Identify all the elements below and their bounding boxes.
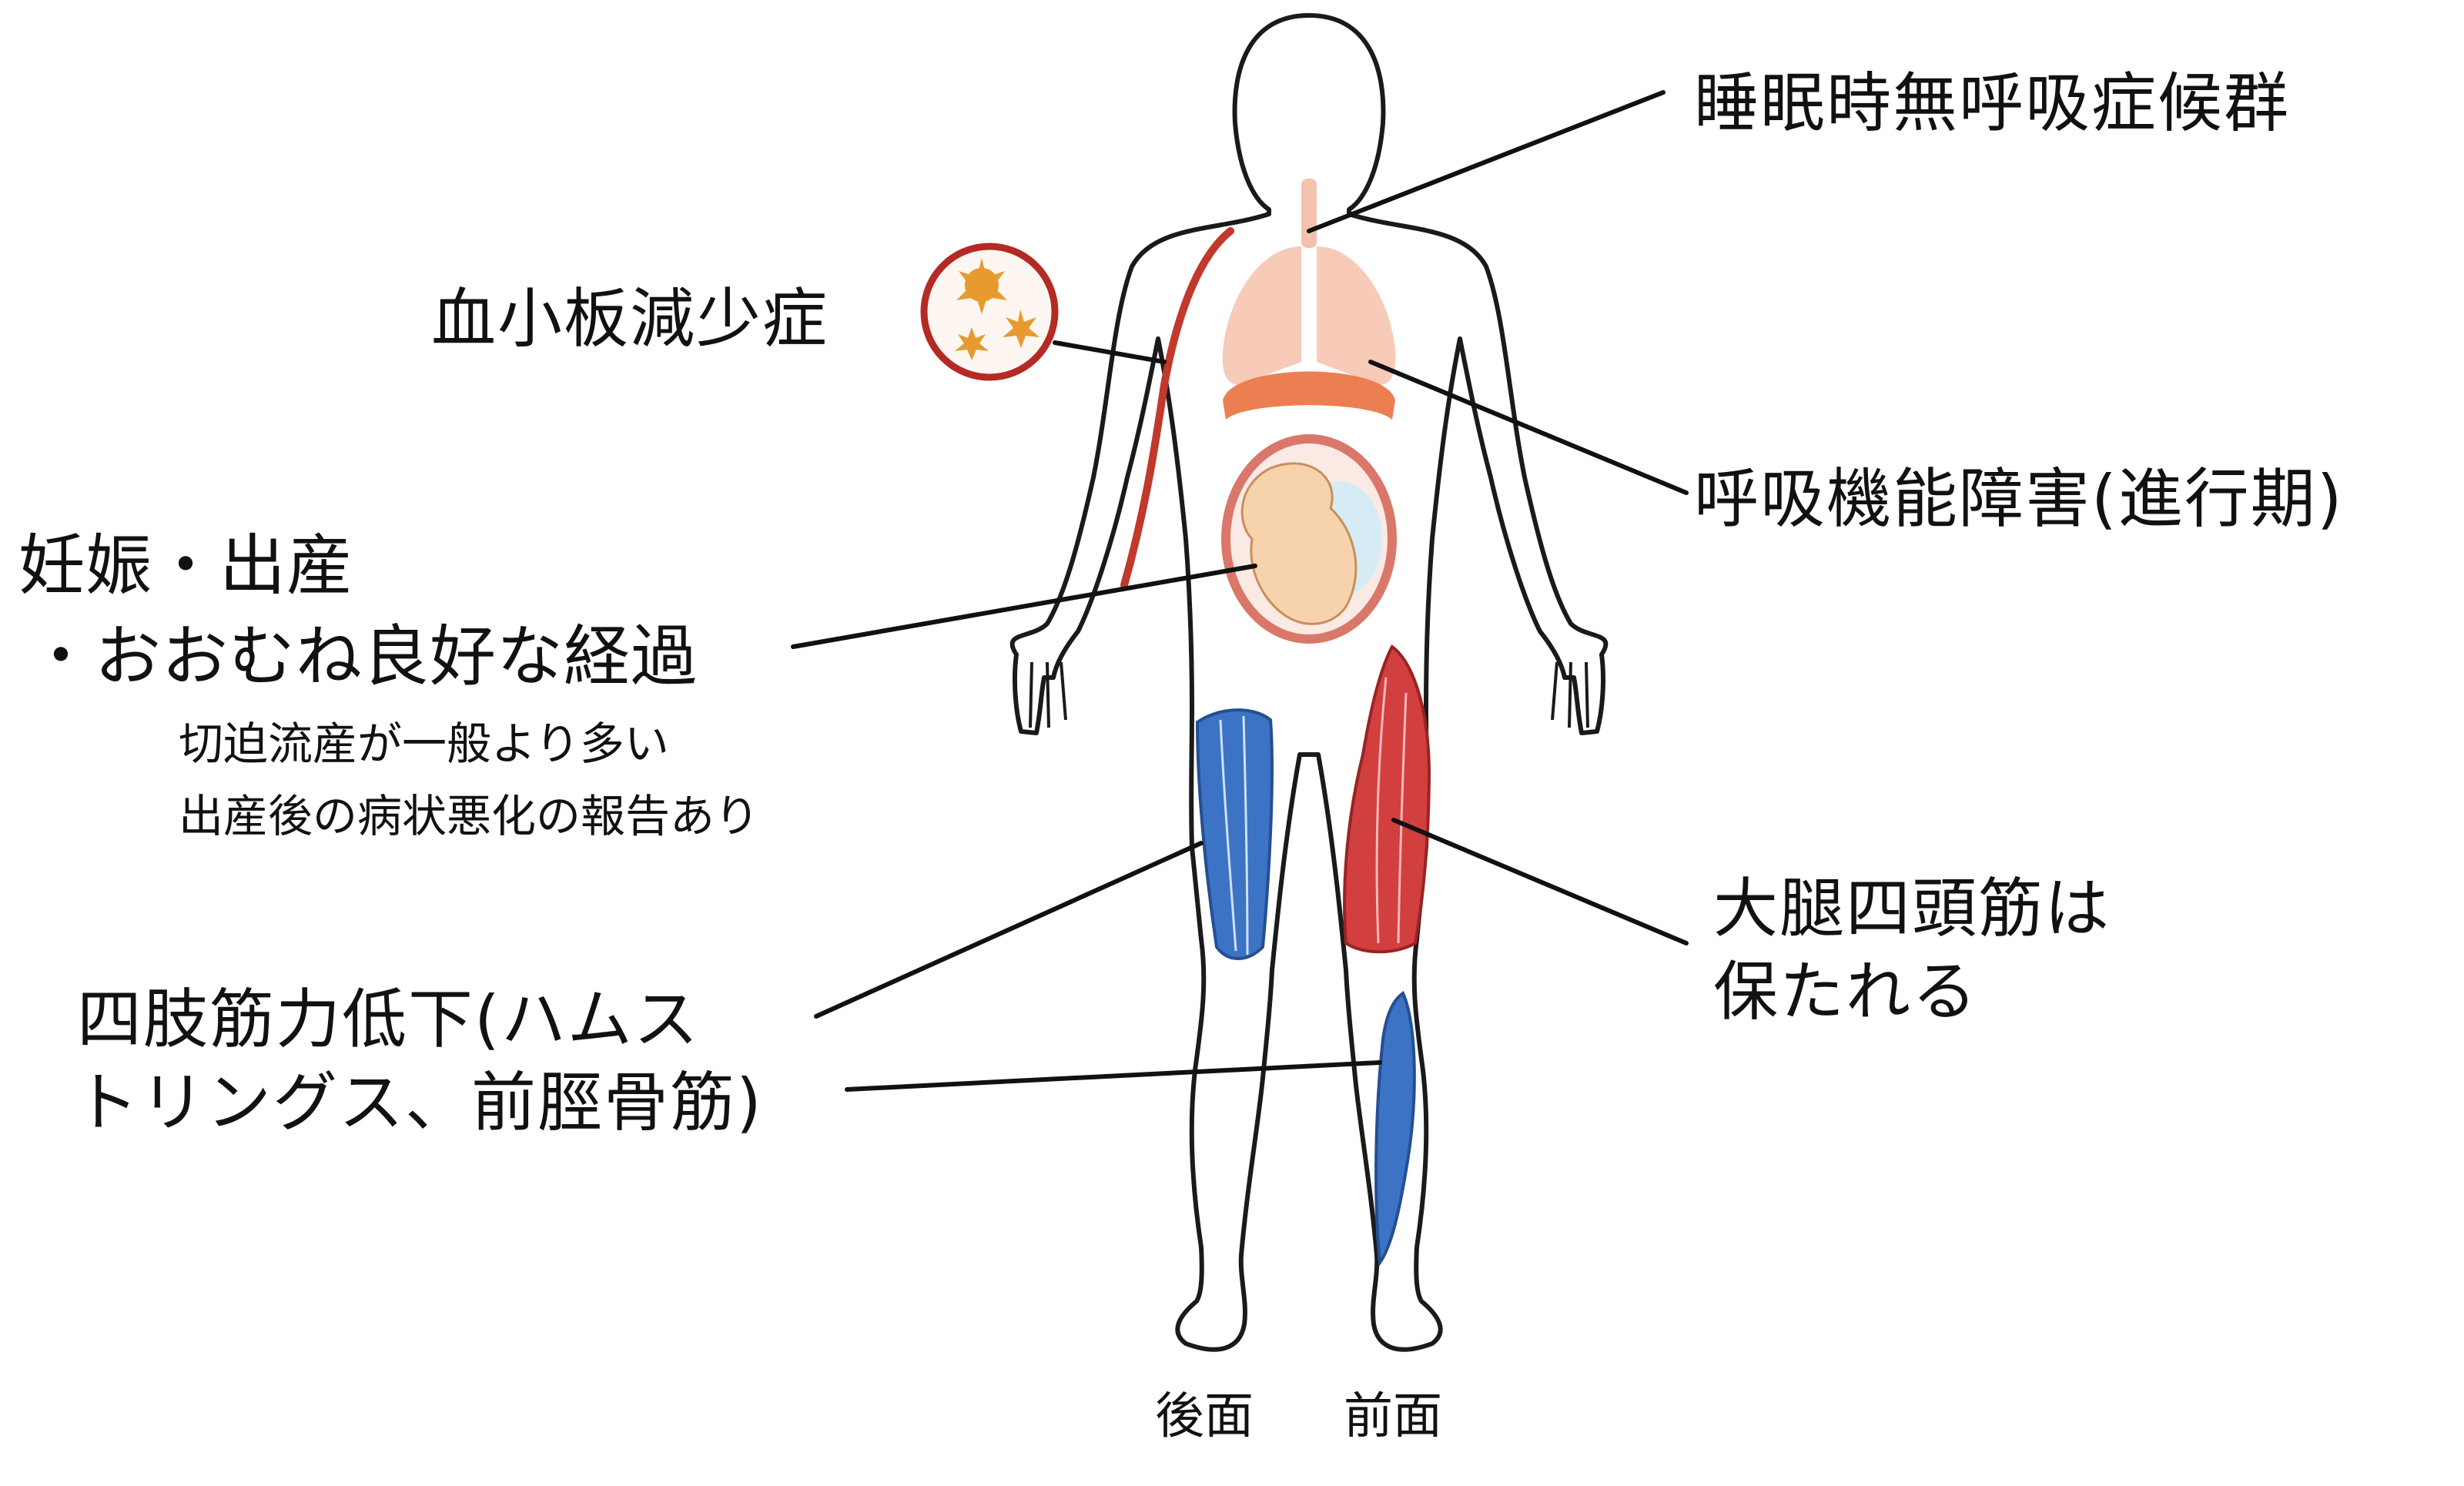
label-pregnancy-title: 妊娠・出産 — [18, 527, 353, 604]
quadriceps-muscle — [1343, 644, 1431, 954]
label-pregnancy-note-2: 出産後の病状悪化の報告あり — [179, 790, 760, 842]
quadriceps-lines — [1375, 677, 1408, 944]
diaphragm — [1223, 371, 1395, 420]
leader-tibialis — [845, 1060, 1382, 1092]
leader-sleep-apnea — [1307, 90, 1666, 233]
leader-respiratory — [1368, 360, 1689, 495]
right-lung — [1317, 246, 1396, 385]
arm-blood-vessel — [1120, 227, 1234, 589]
leader-hamstring — [814, 841, 1204, 1019]
leader-quadriceps — [1391, 818, 1689, 945]
leader-pregnancy — [791, 564, 1257, 649]
left-lung — [1222, 246, 1301, 385]
leader-thrombocytopenia — [1053, 340, 1167, 364]
label-back-view: 後面 — [1155, 1388, 1254, 1445]
leader-lines — [791, 90, 1689, 1092]
label-quadriceps-line-1: 大腿四頭筋は — [1713, 871, 2111, 946]
fetus — [1240, 462, 1358, 625]
label-limb-weakness-line-2: トリングス、前脛骨筋) — [74, 1065, 763, 1140]
hamstring-lines — [1219, 715, 1249, 956]
label-pregnancy-note-1: 切迫流産が一般より多い — [179, 718, 669, 770]
right-hand-fingers — [1551, 661, 1589, 728]
label-quadriceps-line-2: 保たれる — [1713, 954, 1979, 1029]
left-hand-fingers — [1029, 661, 1067, 728]
trachea — [1301, 179, 1317, 248]
label-front-view: 前面 — [1344, 1388, 1442, 1445]
label-thrombocytopenia: 血小板減少症 — [431, 281, 829, 356]
label-respiratory-dysfunction: 呼吸機能障害(進行期) — [1694, 461, 2344, 537]
platelets — [955, 258, 1040, 360]
body-outline — [1009, 13, 1609, 1352]
label-pregnancy-main: ・おおむね良好な経過 — [28, 618, 698, 695]
label-limb-weakness-line-1: 四肢筋力低下(ハムス — [77, 982, 700, 1057]
hamstring-muscle — [1195, 708, 1274, 960]
label-sleep-apnea: 睡眠時無呼吸症候群 — [1694, 65, 2291, 141]
platelet-circle — [920, 243, 1059, 381]
tibialis-anterior-muscle — [1374, 990, 1416, 1267]
